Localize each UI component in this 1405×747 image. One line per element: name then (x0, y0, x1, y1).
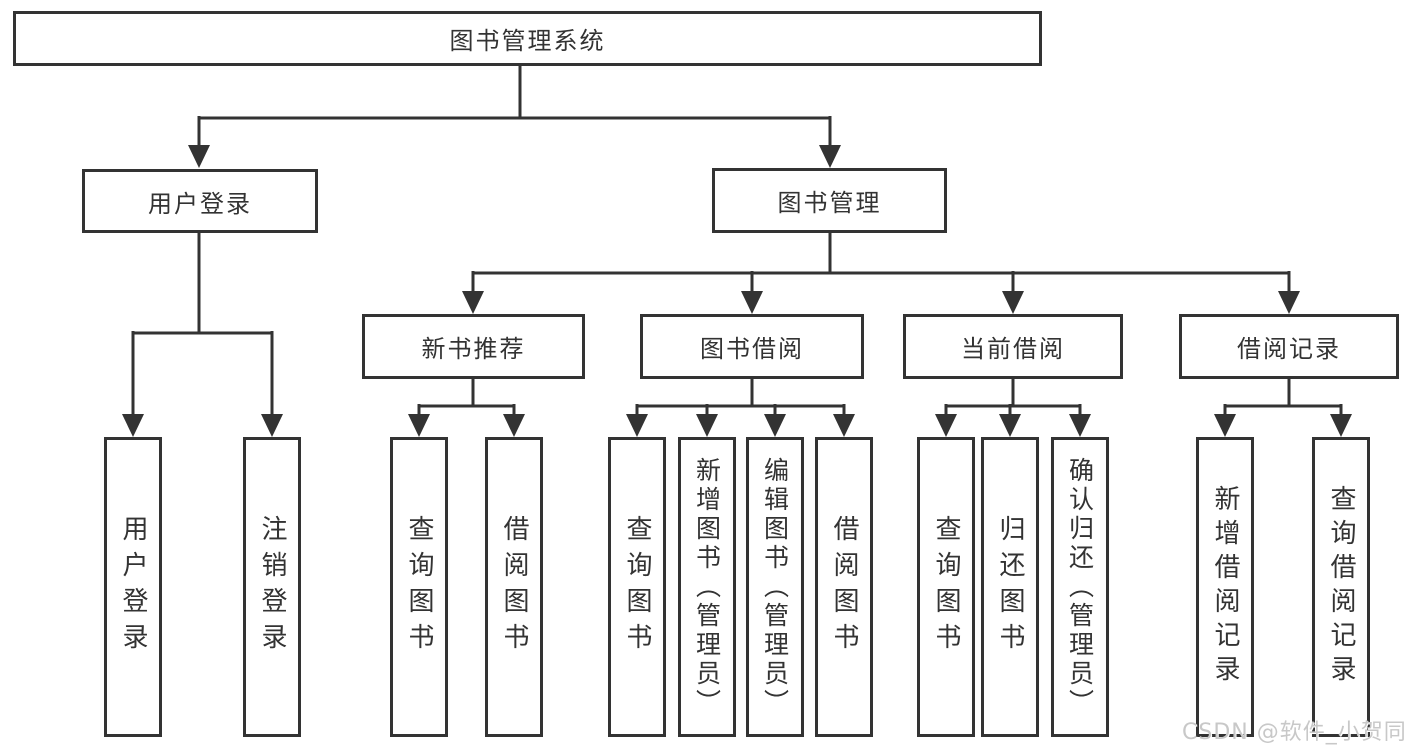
leaf-edit-books-admin-label: 编辑图书（管理员） (760, 456, 790, 718)
node-library-system: 图书管理系统 (13, 11, 1042, 66)
arrowhead-icon (1330, 414, 1352, 437)
leaf-recommend-query-books-label: 查询图书 (404, 515, 434, 659)
leaf-current-query-books-label: 查询图书 (931, 515, 961, 659)
leaf-user-login: 用户登录 (104, 437, 162, 737)
leaf-return-books: 归还图书 (981, 437, 1039, 737)
arrowhead-icon (1214, 414, 1236, 437)
node-user-login-label: 用户登录 (148, 189, 252, 218)
node-borrow-records: 借阅记录 (1179, 314, 1399, 379)
leaf-recommend-borrow-books: 借阅图书 (485, 437, 543, 737)
csdn-watermark: CSDN @软件_小贺同学 (1182, 720, 1405, 745)
leaf-confirm-return-admin: 确认归还（管理员） (1051, 437, 1109, 737)
node-user-login: 用户登录 (82, 169, 318, 233)
node-borrow-records-label: 借阅记录 (1237, 335, 1341, 363)
arrowhead-icon (764, 414, 786, 437)
node-library-system-label: 图书管理系统 (449, 27, 606, 55)
leaf-add-borrow-record: 新增借阅记录 (1196, 437, 1254, 737)
leaf-add-books-admin: 新增图书（管理员） (678, 437, 736, 737)
leaf-confirm-return-admin-label: 确认归还（管理员） (1065, 456, 1095, 718)
node-new-book-recommend-label: 新书推荐 (421, 335, 526, 363)
leaf-query-borrow-record: 查询借阅记录 (1312, 437, 1370, 737)
leaf-logout-label: 注销登录 (257, 515, 287, 659)
arrowhead-icon (741, 291, 763, 314)
leaf-borrow-query-books-label: 查询图书 (622, 515, 652, 659)
arrowhead-icon (999, 414, 1021, 437)
leaf-recommend-borrow-books-label: 借阅图书 (499, 515, 529, 659)
arrowhead-icon (819, 145, 841, 168)
arrowhead-icon (833, 414, 855, 437)
node-book-borrow: 图书借阅 (640, 314, 864, 379)
arrowhead-icon (1278, 291, 1300, 314)
node-book-borrow-label: 图书借阅 (700, 335, 804, 363)
leaf-query-borrow-record-label: 查询借阅记录 (1326, 485, 1356, 689)
node-current-borrow-label: 当前借阅 (961, 335, 1065, 363)
arrowhead-icon (1002, 291, 1024, 314)
arrowhead-icon (462, 291, 484, 314)
leaf-return-books-label: 归还图书 (995, 515, 1025, 659)
arrowhead-icon (935, 414, 957, 437)
node-new-book-recommend: 新书推荐 (362, 314, 585, 379)
arrowhead-icon (696, 414, 718, 437)
arrowhead-icon (408, 414, 430, 437)
arrowhead-icon (188, 145, 210, 168)
leaf-borrow-query-books: 查询图书 (608, 437, 666, 737)
node-current-borrow: 当前借阅 (903, 314, 1123, 379)
leaf-edit-books-admin: 编辑图书（管理员） (746, 437, 804, 737)
node-book-management: 图书管理 (712, 168, 947, 233)
arrowhead-icon (1069, 414, 1091, 437)
leaf-logout: 注销登录 (243, 437, 301, 737)
leaf-user-login-label: 用户登录 (118, 515, 148, 659)
arrowhead-icon (626, 414, 648, 437)
leaf-add-borrow-record-label: 新增借阅记录 (1210, 485, 1240, 689)
leaf-borrow-books: 借阅图书 (815, 437, 873, 737)
arrowhead-icon (122, 414, 144, 437)
arrowhead-icon (503, 414, 525, 437)
node-book-management-label: 图书管理 (777, 189, 882, 217)
leaf-current-query-books: 查询图书 (917, 437, 975, 737)
arrowhead-icon (261, 414, 283, 437)
leaf-add-books-admin-label: 新增图书（管理员） (692, 456, 722, 718)
leaf-borrow-books-label: 借阅图书 (829, 515, 859, 659)
leaf-recommend-query-books: 查询图书 (390, 437, 448, 737)
